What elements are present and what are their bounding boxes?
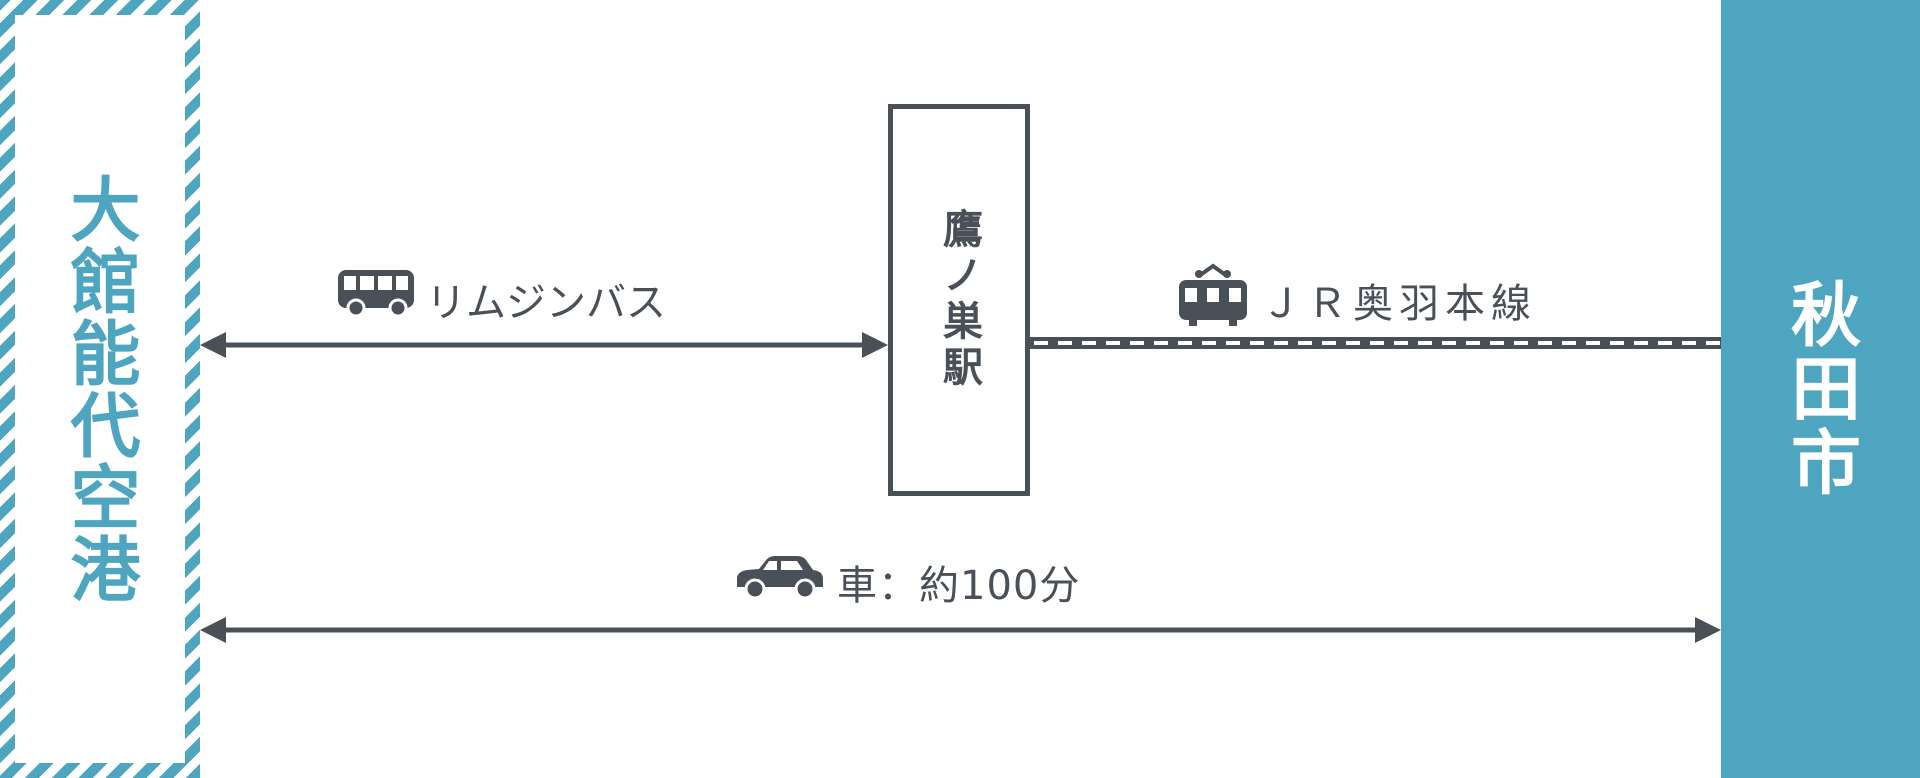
train-icon <box>1175 262 1251 338</box>
destination-city-box: 秋田市 <box>1721 0 1920 778</box>
train-label-text: ＪＲ奥羽本線 <box>1261 281 1537 327</box>
origin-airport-inner: 大館能代空港 <box>15 15 185 763</box>
bus-route-label: リムジンバス <box>336 268 666 330</box>
destination-city-label: 秋田市 <box>1779 278 1862 500</box>
train-route-label: ＪＲ奥羽本線 <box>1175 262 1537 338</box>
car-icon <box>733 553 827 611</box>
transfer-station-label: 鷹ノ巣駅 <box>936 208 982 392</box>
origin-airport-label: 大館能代空港 <box>59 173 141 605</box>
car-route-arrow <box>200 617 1721 643</box>
origin-airport-box: 大館能代空港 <box>0 0 200 778</box>
transfer-station-box: 鷹ノ巣駅 <box>888 104 1030 496</box>
train-route-line <box>1030 337 1721 349</box>
car-route-label: 車：約100分 <box>733 553 1080 611</box>
bus-label-text: リムジンバス <box>426 280 666 326</box>
bus-icon <box>336 268 416 330</box>
bus-route-arrow <box>200 332 888 358</box>
car-label-text: 車：約100分 <box>837 563 1081 609</box>
